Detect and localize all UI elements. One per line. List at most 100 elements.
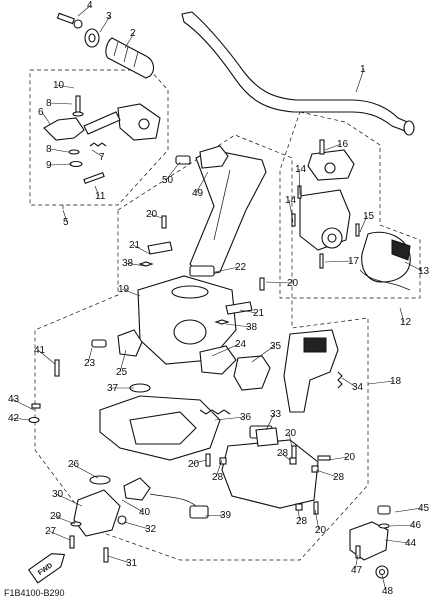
leader-c5 (62, 209, 68, 223)
group-outline-switch-assembly (279, 111, 421, 299)
leader-c36 (214, 416, 245, 421)
callout-c7: 7 (99, 152, 105, 163)
bolt-20c (291, 445, 297, 459)
leader-c27 (48, 530, 71, 541)
callout-c23: 23 (84, 358, 96, 369)
washer-29 (70, 521, 82, 527)
leader-c24 (211, 343, 240, 357)
callout-c11: 11 (95, 191, 106, 202)
leader-c18 (367, 380, 395, 385)
callout-c46: 46 (410, 520, 422, 531)
bar-end-screw (56, 12, 83, 29)
leader-c3 (99, 15, 111, 33)
callout-c20d: 20 (344, 452, 356, 463)
leader-c31 (107, 555, 131, 564)
leader-c22 (214, 266, 240, 273)
leader-c20f (314, 509, 320, 531)
callout-c50: 50 (162, 175, 174, 186)
callout-c28d: 28 (296, 516, 308, 527)
leader-c6 (41, 111, 51, 125)
callout-c25: 25 (116, 367, 128, 378)
cable-end-40 (123, 477, 151, 501)
callout-c37: 37 (107, 383, 119, 394)
lever-holder (117, 103, 161, 141)
leader-c20e (191, 459, 207, 465)
leader-c25 (119, 349, 127, 373)
callout-c21b: 21 (253, 308, 265, 319)
holder-screw (83, 171, 105, 185)
callout-c28b: 28 (277, 448, 289, 459)
callout-c12: 12 (400, 317, 412, 328)
callout-c31: 31 (126, 558, 138, 569)
handle-grip-33 (255, 427, 279, 447)
washer-28c (311, 465, 319, 473)
callout-c13: 13 (418, 266, 430, 277)
callout-c20e: 20 (188, 459, 200, 470)
callout-c20a: 20 (146, 209, 158, 220)
leader-c33 (265, 413, 275, 431)
leader-c8b (49, 148, 69, 153)
leader-c20d (327, 456, 349, 461)
washer-28b (289, 457, 297, 465)
callout-c10: 10 (53, 80, 65, 91)
handlebar-holder-upper (307, 149, 355, 181)
leader-c12 (399, 307, 405, 323)
throttle-cable-cover (283, 329, 339, 413)
callout-c18: 18 (390, 376, 402, 387)
callout-c48: 48 (382, 586, 394, 597)
leader-c9 (49, 163, 73, 166)
callout-c8a: 8 (46, 98, 52, 109)
leader-c13 (404, 261, 423, 272)
leader-c11 (94, 185, 100, 197)
callout-c45: 45 (418, 503, 430, 514)
leader-c35 (251, 345, 275, 363)
leader-c21b (239, 309, 258, 314)
bolt-47 (355, 545, 361, 559)
leader-c19 (121, 288, 141, 297)
callout-c8b: 8 (46, 144, 52, 155)
switch-housing (299, 189, 351, 251)
clip-38b (214, 319, 230, 325)
washer-42 (28, 416, 40, 424)
steering-column (189, 149, 267, 277)
callout-c20c: 20 (285, 428, 297, 439)
steering-pivot-bracket (99, 395, 221, 461)
steering-shaft-bolt (175, 155, 191, 165)
washer-upper (72, 111, 84, 117)
callout-labels: 1234567889101112131414151617181920202020… (8, 0, 430, 597)
callout-c49: 49 (192, 188, 204, 199)
leader-c40 (121, 499, 144, 513)
callout-c21a: 21 (129, 240, 141, 251)
leader-c20c (288, 432, 293, 449)
steering-link-bracket (199, 345, 237, 375)
callout-c6: 6 (38, 107, 44, 118)
leader-c20b (265, 281, 292, 284)
leader-c50 (165, 161, 181, 181)
callout-c3: 3 (106, 11, 112, 22)
leader-c1 (355, 68, 365, 93)
nut-45 (377, 505, 391, 515)
nut-32 (117, 515, 127, 525)
bolt-31 (103, 547, 109, 563)
callout-c28c: 28 (333, 472, 345, 483)
callout-c28a: 28 (212, 472, 224, 483)
leader-c46 (389, 524, 415, 527)
callout-c24: 24 (235, 339, 247, 350)
throttle-stop-bracket (73, 489, 121, 537)
leader-c45 (394, 507, 423, 513)
leader-c2 (124, 32, 135, 49)
callout-c14a: 14 (295, 164, 307, 175)
callout-c15: 15 (363, 211, 375, 222)
callout-c43: 43 (8, 394, 20, 405)
block-22 (189, 265, 215, 277)
leader-c28b (280, 452, 291, 461)
bolt-20f (313, 501, 319, 515)
callout-c19: 19 (118, 284, 130, 295)
handlebar (181, 11, 415, 136)
lanyard-switch-lead (149, 493, 209, 519)
stop-switch (361, 231, 411, 283)
link-21a (147, 241, 173, 255)
callout-c14b: 14 (285, 195, 297, 206)
steering-housing (137, 275, 237, 365)
